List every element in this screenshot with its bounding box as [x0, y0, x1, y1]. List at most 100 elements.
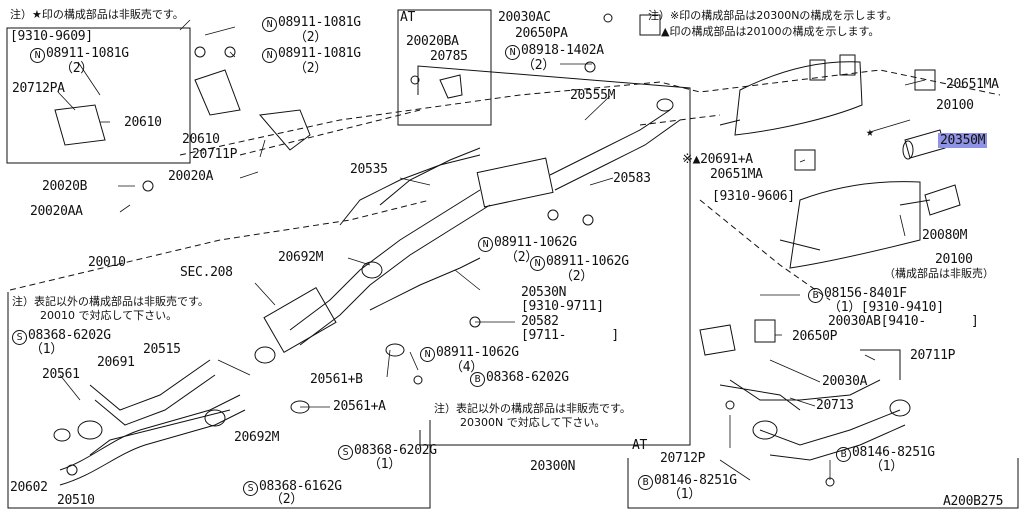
- note-mid-2: 20010 で対応して下さい。: [40, 309, 178, 322]
- part-20651ma-a: 20651MA: [946, 77, 999, 92]
- part-20713: 20713: [816, 398, 854, 413]
- part-20530n: 20530N: [521, 285, 567, 300]
- n-symbol: N: [30, 48, 45, 63]
- b-symbol: B: [638, 475, 653, 490]
- part-20785: 20785: [430, 49, 468, 64]
- b-symbol: B: [470, 372, 485, 387]
- qty: （2）: [505, 250, 538, 265]
- n-symbol: N: [262, 17, 277, 32]
- part-number: 08911-1081G: [278, 15, 361, 30]
- part-20020a: 20020A: [168, 169, 214, 184]
- part-20602: 20602: [10, 480, 48, 495]
- box-range-label: [9310-9609]: [10, 29, 93, 44]
- qty: （1）: [668, 487, 701, 502]
- qty: （2）: [560, 269, 593, 284]
- qty: （2）: [522, 58, 555, 73]
- note-top-right-2: ▲印の構成部品は20100の構成を示します。: [661, 25, 880, 38]
- part-20583: 20583: [613, 171, 651, 186]
- note-top-right-1: 注）※印の構成部品は20300Nの構成を示します。: [648, 9, 898, 22]
- part-20561b: 20561+B: [310, 372, 363, 387]
- part-number: 08156-8401F: [824, 286, 907, 301]
- part-20651ma-b: 20651MA: [710, 167, 763, 182]
- part-number: 08911-1062G: [546, 254, 629, 269]
- part-20692m-a: 20692M: [278, 250, 324, 265]
- part-20030a: 20030A: [822, 374, 868, 389]
- part-20712p: 20712P: [660, 451, 706, 466]
- figure-id: A200B275: [943, 494, 1004, 509]
- box-at-bottom: [628, 458, 1018, 508]
- note-top-left: 注）★印の構成部品は非販売です。: [10, 8, 184, 21]
- part-number: 08368-6162G: [259, 479, 342, 494]
- range-9310-9711: [9310-9711]: [521, 299, 604, 314]
- part-20350m: 20350M: [938, 133, 988, 148]
- part-20020aa: 20020AA: [30, 204, 83, 219]
- part-20610-box: 20610: [124, 115, 162, 130]
- qty: （2）: [294, 30, 327, 45]
- part-number: 08911-1062G: [494, 235, 577, 250]
- part-number: 08911-1062G: [436, 345, 519, 360]
- part-20582: 20582: [521, 314, 559, 329]
- s-symbol: S: [338, 445, 353, 460]
- at-box-title: AT: [400, 10, 416, 25]
- part-20020b: 20020B: [42, 179, 88, 194]
- range-b1: （1）[9310-9410]: [828, 300, 944, 315]
- note-bottom-2: 20300N で対応して下さい。: [460, 416, 606, 429]
- part-20100-b: 20100: [935, 252, 973, 267]
- part-20030ab: 20030AB[9410- ]: [828, 314, 979, 329]
- box-at-top: [398, 10, 491, 125]
- sec-208: SEC.208: [180, 265, 233, 280]
- part-20030ac: 20030AC: [498, 10, 551, 25]
- part-20650pa: 20650PA: [515, 26, 568, 41]
- qty: （2）: [294, 61, 327, 76]
- part-20711p-left: 20711P: [192, 147, 238, 162]
- n-symbol: N: [530, 256, 545, 271]
- part-20712pa: 20712PA: [12, 81, 65, 96]
- part-20010: 20010: [88, 255, 126, 270]
- part-number: 08918-1402A: [521, 43, 604, 58]
- highlight-20350m: 20350M: [938, 133, 988, 148]
- part-20020ba: 20020BA: [406, 34, 459, 49]
- part-number: 08146-8251G: [654, 473, 737, 488]
- part-20711p-right: 20711P: [910, 348, 956, 363]
- b-symbol: B: [808, 288, 823, 303]
- part-number: 08911-1081G: [46, 46, 129, 61]
- box-20300n: [418, 66, 690, 445]
- part-20535: 20535: [350, 162, 388, 177]
- qty: （2）: [270, 492, 303, 507]
- part-20300n: 20300N: [530, 459, 576, 474]
- part-20610: 20610: [182, 132, 220, 147]
- part-20561: 20561: [42, 367, 80, 382]
- n-symbol: N: [478, 237, 493, 252]
- part-20100: 20100: [936, 98, 974, 113]
- range-9711: [9711- ]: [521, 328, 619, 343]
- qty: （4）: [450, 360, 483, 375]
- qty: （2）: [60, 61, 93, 76]
- part-20691: 20691: [97, 355, 135, 370]
- at-bottom-title: AT: [632, 438, 648, 453]
- s-symbol: S: [12, 330, 27, 345]
- part-20692m-b: 20692M: [234, 430, 280, 445]
- n-symbol: N: [262, 48, 277, 63]
- part-number: 08911-1081G: [278, 46, 361, 61]
- part-20555m: 20555M: [570, 88, 616, 103]
- part-20650p: 20650P: [792, 329, 838, 344]
- qty: （1）: [30, 342, 63, 357]
- qty: （1）: [870, 459, 903, 474]
- part-number: 08368-6202G: [486, 370, 569, 385]
- note-mid-1: 注）表記以外の構成部品は非販売です。: [12, 295, 209, 308]
- note-not-sold: （構成部品は非販売）: [884, 267, 994, 280]
- qty: （1）: [368, 457, 401, 472]
- n-symbol: N: [420, 347, 435, 362]
